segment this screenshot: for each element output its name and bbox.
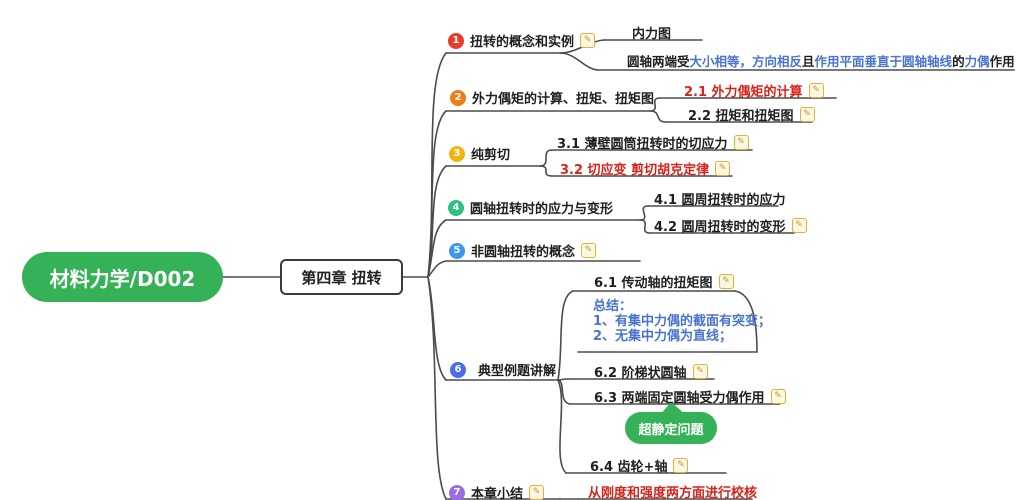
branch-1[interactable]: 1 扭转的概念和实例 ✎ [448, 31, 596, 50]
note-icon[interactable]: ✎ [791, 218, 807, 233]
topic-6-2[interactable]: 6.2 阶梯状圆轴 ✎ [594, 362, 708, 381]
branch-2-label: 外力偶矩的计算、扭矩、扭矩图 [472, 92, 655, 107]
badge-7: 7 [449, 484, 465, 500]
branch-4-label: 圆轴扭转时的应力与变形 [470, 202, 614, 217]
topic-2-2[interactable]: 2.2 扭矩和扭矩图 ✎ [688, 105, 815, 124]
chapter-topic[interactable]: 第四章 扭转 [280, 259, 403, 295]
note-icon[interactable]: ✎ [692, 364, 708, 379]
branch-5[interactable]: 5 非圆轴扭转的概念 ✎ [449, 241, 597, 260]
branch-6-label: 典型例题讲解 [478, 364, 557, 379]
branch-4[interactable]: 4 圆轴扭转时的应力与变形 [448, 198, 613, 217]
note-icon[interactable]: ✎ [799, 107, 815, 122]
branch-2[interactable]: 2 外力偶矩的计算、扭矩、扭矩图 [450, 88, 654, 107]
badge-4: 4 [448, 199, 464, 216]
note-icon[interactable]: ✎ [715, 161, 731, 176]
badge-5: 5 [449, 242, 465, 259]
topic-3-2[interactable]: 3.2 切应变 剪切胡克定律 ✎ [560, 159, 731, 178]
branch-5-label: 非圆轴扭转的概念 [471, 245, 576, 260]
topic-6-3[interactable]: 6.3 两端固定圆轴受力偶作用 ✎ [594, 387, 786, 406]
note-icon[interactable]: ✎ [673, 458, 689, 473]
topic-4-2[interactable]: 4.2 圆周扭转时的变形 ✎ [654, 216, 807, 235]
branch-3[interactable]: 3 纯剪切 [449, 144, 510, 163]
branch-6[interactable]: 6 典型例题讲解 [450, 360, 556, 379]
topic-couple-sentence[interactable]: 圆轴两端受大小相等，方向相反且作用平面垂直于圆轴轴线的力偶作用 [627, 54, 1015, 69]
root-topic[interactable]: 材料力学/D002 [22, 252, 223, 302]
badge-1: 1 [448, 32, 464, 49]
topic-neili-tu[interactable]: 内力图 [632, 27, 672, 42]
note-icon[interactable]: ✎ [581, 243, 597, 258]
topic-4-1[interactable]: 4.1 圆周扭转时的应力 [654, 193, 786, 208]
branch-1-label: 扭转的概念和实例 [470, 35, 575, 50]
note-icon[interactable]: ✎ [733, 135, 749, 150]
topic-6-1[interactable]: 6.1 传动轴的扭矩图 ✎ [594, 272, 734, 291]
note-icon[interactable]: ✎ [718, 274, 734, 289]
branch-7[interactable]: 7 本章小结 ✎ [449, 483, 545, 500]
badge-2: 2 [450, 89, 466, 106]
callout-superstatic[interactable]: 超静定问题 [625, 412, 717, 444]
branch-3-label: 纯剪切 [471, 148, 511, 163]
note-icon[interactable]: ✎ [808, 83, 824, 98]
badge-6: 6 [450, 361, 466, 378]
topic-summary[interactable]: 总结： 1、有集中力偶的截面有突变； 2、无集中力偶为直线； [593, 299, 772, 344]
topic-2-1[interactable]: 2.1 外力偶矩的计算 ✎ [684, 81, 824, 100]
note-icon[interactable]: ✎ [770, 389, 786, 404]
note-icon[interactable]: ✎ [580, 33, 596, 48]
topic-3-1[interactable]: 3.1 薄壁圆筒扭转时的切应力 ✎ [557, 133, 749, 152]
topic-7-1[interactable]: 从刚度和强度两方面进行校核 [588, 486, 758, 500]
topic-6-4[interactable]: 6.4 齿轮+轴 ✎ [590, 456, 689, 475]
note-icon[interactable]: ✎ [529, 485, 545, 500]
badge-3: 3 [449, 145, 465, 162]
branch-7-label: 本章小结 [471, 487, 524, 500]
